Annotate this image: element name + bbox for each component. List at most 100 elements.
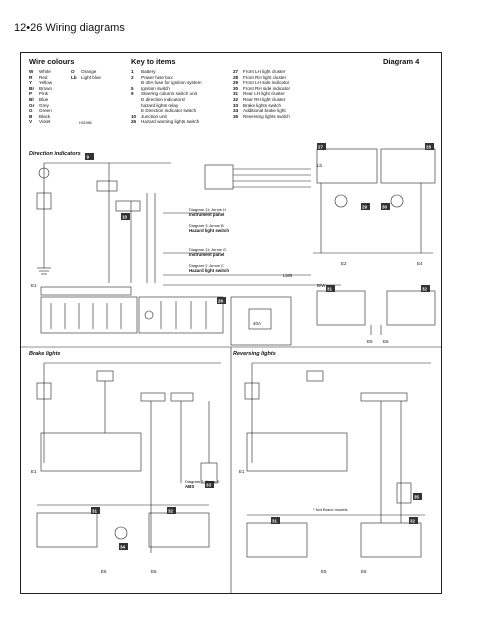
earth-label-e2: E2	[341, 261, 347, 266]
earth-label-e1: E1	[31, 469, 37, 474]
callout-instrument-panel: Instrument panel	[189, 212, 224, 217]
earth-label-e5: E5	[321, 569, 327, 574]
connector-block	[204, 164, 234, 190]
earth-label-e5: E5	[367, 339, 373, 344]
wire-label-lb: Lb	[317, 163, 323, 168]
callout-d11h: Diagram 11, Arrow H	[189, 207, 226, 212]
power-fuse-box	[96, 180, 118, 192]
wiring-schematic: 9 10 26 27 28 29 30 31 32 33 31 32 34 35…	[21, 143, 441, 593]
label-26: 26	[218, 299, 224, 304]
connector-block	[140, 392, 166, 402]
connector-block	[360, 392, 408, 402]
callout-d2c: Diagram 2, Arrow C	[189, 263, 224, 268]
junction-unit-strip	[40, 286, 132, 296]
label-9: 9	[87, 155, 90, 160]
badge-31b	[91, 507, 100, 514]
key-row: hazard lights relay	[141, 102, 179, 108]
rear-lh-light-cluster	[316, 290, 366, 326]
label-32c: 32	[410, 519, 416, 524]
wire-label-lbb: Lb/B	[283, 273, 292, 278]
wire-label-bw: B/W	[317, 283, 326, 288]
rear-rh-light-cluster	[386, 290, 436, 326]
label-29: 29	[362, 205, 368, 210]
badge-34	[119, 543, 128, 550]
power-fuse-box	[96, 370, 114, 382]
label-34: 34	[120, 545, 126, 550]
callout-hazard-switch: Hazard light switch	[189, 228, 229, 233]
rear-lh-light-cluster	[36, 512, 98, 548]
front-rh-side-indicator	[390, 194, 404, 208]
steering-column-switch	[230, 296, 292, 346]
label-10: 10	[122, 215, 128, 220]
label-32: 32	[422, 287, 428, 292]
earth-label-e6: E6	[383, 339, 389, 344]
front-lh-light-cluster	[316, 148, 378, 184]
badge-30	[381, 203, 390, 210]
wire-colours-title: Wire colours	[29, 57, 75, 66]
hazard-lamp-symbol	[144, 310, 154, 320]
badge-33	[205, 481, 214, 488]
power-fuse-box	[306, 370, 324, 382]
earth-label-e5: E5	[101, 569, 107, 574]
reversing-lights-switch	[396, 482, 412, 504]
rear-rh-light-cluster	[360, 522, 422, 558]
badge-10	[121, 213, 130, 220]
additional-brake-light	[114, 526, 128, 540]
label-35: 35	[414, 495, 420, 500]
label-30: 30	[382, 205, 388, 210]
reference-code: H31986	[79, 121, 92, 125]
diagram-title: Diagram 4	[383, 57, 420, 66]
flasher-relay	[248, 308, 272, 330]
badge-26	[217, 297, 226, 304]
key-row: D direction indicators/	[141, 96, 186, 102]
callout-abs: ABS	[185, 484, 194, 489]
junction-box	[115, 200, 141, 212]
hazard-warning-switch	[138, 296, 224, 334]
badge-32c	[409, 517, 418, 524]
callout-d3e: Diagram 3, Arrow E	[185, 479, 220, 484]
callout-not-bravo: * Not Bravo models	[313, 507, 347, 512]
earth-label-e1: E1	[239, 469, 245, 474]
callout-instrument-panel-2: Instrument panel	[189, 252, 224, 257]
section-brake-lights: Brake lights	[29, 351, 61, 357]
junction-unit	[246, 432, 348, 472]
earth-label-e4: E4	[417, 261, 423, 266]
badge-28	[425, 143, 434, 150]
key-row: E Direction indicator switch	[141, 108, 197, 114]
junction-unit	[40, 432, 142, 472]
earth-label-e1: E1	[31, 283, 37, 288]
callout-d3b: Diagram 3, Arrow B	[189, 223, 224, 228]
section-direction-indicators: Direction indicators	[29, 151, 81, 157]
badge-35	[413, 493, 422, 500]
connector-block	[170, 392, 194, 402]
badge-27	[317, 143, 326, 150]
badge-31	[326, 285, 335, 292]
front-rh-light-cluster	[380, 148, 436, 184]
front-lh-side-indicator	[334, 194, 348, 208]
badge-32	[421, 285, 430, 292]
